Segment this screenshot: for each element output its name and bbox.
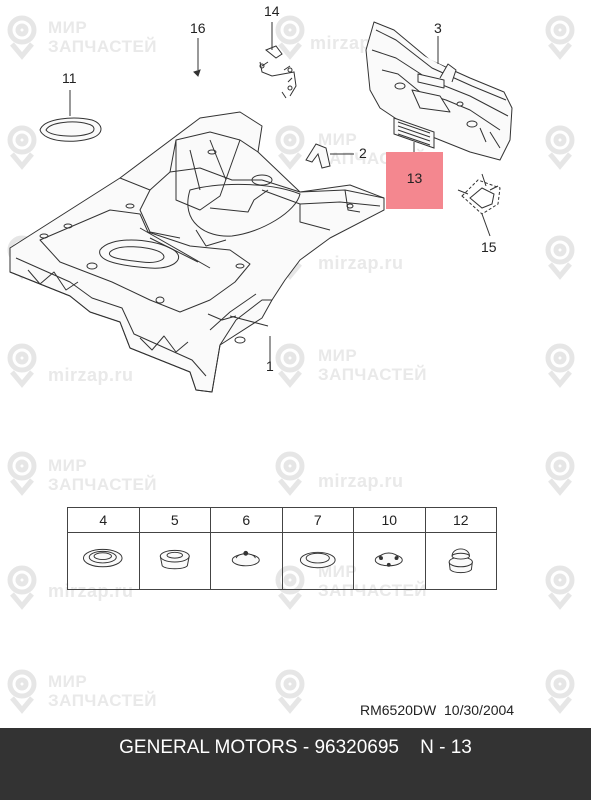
footer-bar: GENERAL MOTORS - 96320695 N - 13 bbox=[0, 728, 591, 800]
callout-14: 14 bbox=[264, 3, 280, 19]
watermark-pin-icon bbox=[7, 565, 37, 610]
watermark-pin-icon bbox=[7, 343, 37, 388]
watermark-pin-icon bbox=[545, 343, 575, 388]
table-header: 6 bbox=[211, 508, 282, 533]
plug-icon bbox=[68, 533, 139, 589]
part-16-drawing bbox=[193, 38, 201, 77]
watermark-pin-icon bbox=[545, 565, 575, 610]
watermark-pin-icon bbox=[275, 125, 305, 170]
part-14-drawing bbox=[259, 22, 297, 99]
callout-16: 16 bbox=[190, 20, 206, 36]
table-header: 4 bbox=[68, 508, 139, 533]
table-header: 7 bbox=[282, 508, 353, 533]
callout-11: 11 bbox=[62, 70, 77, 86]
watermark-pin-icon bbox=[275, 15, 305, 60]
plug-icon bbox=[140, 533, 211, 589]
floor-panel-drawing bbox=[9, 111, 385, 393]
callout-15: 15 bbox=[481, 239, 497, 255]
rear-panel-drawing bbox=[365, 21, 513, 161]
watermark-pin-icon bbox=[275, 451, 305, 496]
table-header: 10 bbox=[354, 508, 425, 533]
callout-1: 1 bbox=[266, 358, 274, 374]
table-header: 5 bbox=[139, 508, 210, 533]
watermark-pin-icon bbox=[7, 669, 37, 714]
highlight-part-13[interactable]: 13 bbox=[386, 152, 443, 209]
table-cell-plug: 10 bbox=[354, 508, 426, 589]
watermark-pin-icon bbox=[275, 565, 305, 610]
table-header: 12 bbox=[425, 508, 496, 533]
watermark-url: mirzap.ru bbox=[48, 365, 134, 385]
part-11-drawing bbox=[39, 117, 102, 142]
table-cell-plug: 4 bbox=[68, 508, 140, 589]
watermark-pin-icon bbox=[7, 451, 37, 496]
watermark-pin-icon bbox=[545, 669, 575, 714]
part-13-drawing bbox=[393, 117, 435, 149]
watermark-pin-icon bbox=[545, 235, 575, 280]
watermark-pin-icon bbox=[7, 125, 37, 170]
table-cell-plug: 7 bbox=[282, 508, 354, 589]
table-cell-plug: 6 bbox=[211, 508, 283, 589]
watermark-pin-icon bbox=[275, 669, 305, 714]
watermark-pin-icon bbox=[545, 451, 575, 496]
plug-icon bbox=[283, 533, 354, 589]
watermark-pin-icon bbox=[7, 15, 37, 60]
drawing-reference: RM6520DW 10/30/2004 bbox=[360, 702, 515, 718]
watermark-url: mirzap.ru bbox=[48, 581, 134, 601]
table-cell-plug: 12 bbox=[425, 508, 497, 589]
watermark-pin-icon bbox=[545, 125, 575, 170]
plug-icon bbox=[426, 533, 497, 589]
watermark-pin-icon bbox=[275, 343, 305, 388]
callout-2: 2 bbox=[359, 145, 367, 161]
plugs-table: 4 5 6 7 10 bbox=[67, 507, 497, 590]
part-2-drawing bbox=[305, 143, 354, 169]
watermark-pin-icon bbox=[545, 15, 575, 60]
part-15-drawing bbox=[457, 173, 501, 237]
watermark-url: mirzap.ru bbox=[318, 253, 404, 273]
plug-icon bbox=[211, 533, 282, 589]
table-cell-plug: 5 bbox=[139, 508, 211, 589]
callout-13: 13 bbox=[406, 170, 423, 186]
watermark-url: mirzap.ru bbox=[318, 471, 404, 491]
callout-3: 3 bbox=[434, 20, 442, 36]
plug-icon bbox=[354, 533, 425, 589]
